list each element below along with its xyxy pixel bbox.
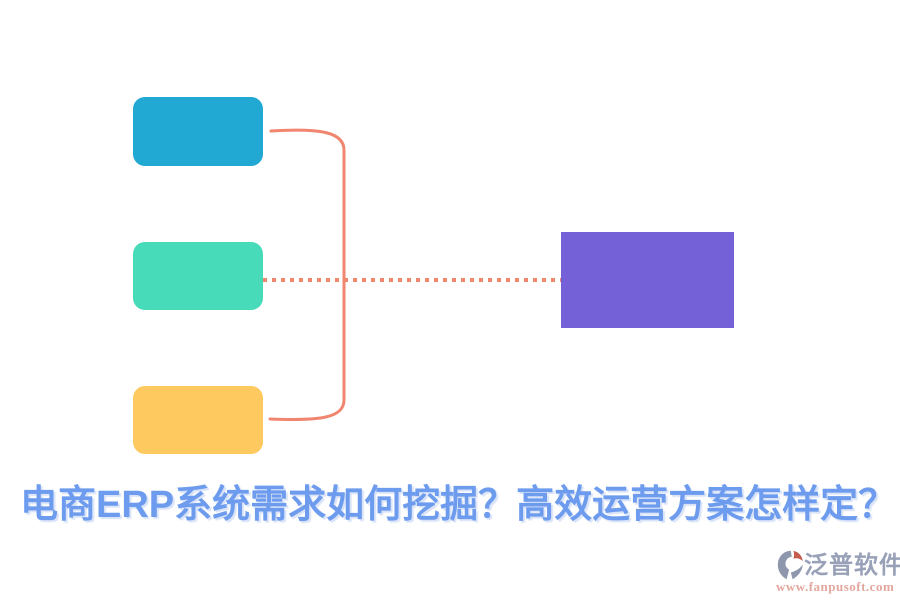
bracket-connector-line	[268, 128, 346, 422]
node-right-purple	[561, 232, 734, 328]
brand-url: www.fanpusoft.com	[776, 579, 895, 594]
fanpu-logo-icon	[777, 550, 803, 580]
brand-row: 泛普软件	[776, 550, 900, 581]
node-middle-green	[133, 242, 263, 310]
brand-name: 泛普软件	[804, 551, 900, 579]
brand-footer: 泛普软件 www.fanpusoft.com	[776, 550, 900, 594]
node-bottom-yellow	[133, 386, 263, 454]
page-title: 电商ERP系统需求如何挖掘？高效运营方案怎样定？	[20, 484, 897, 526]
node-top-blue	[133, 97, 263, 166]
